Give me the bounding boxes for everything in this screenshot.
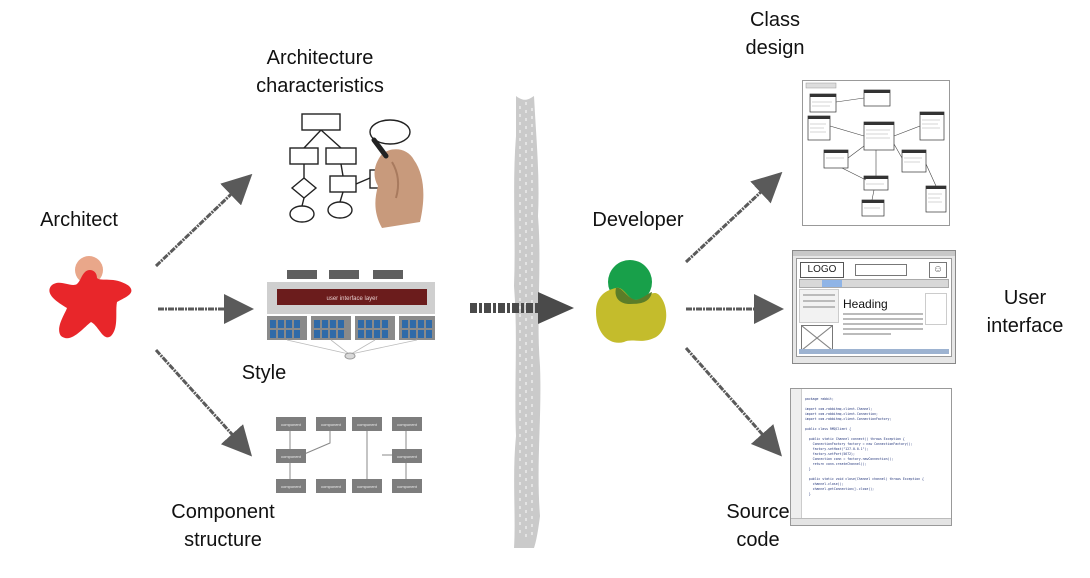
source-code-line2: code — [736, 529, 780, 551]
component-box-label: component — [357, 484, 378, 489]
component-box-label: component — [281, 484, 302, 489]
separation-wall — [514, 96, 541, 548]
code-line: import com.rabbitmq.client.Channel; — [805, 407, 873, 411]
ui-search-box — [855, 264, 907, 276]
handoff-arrow — [470, 292, 574, 324]
component-box-label: component — [321, 422, 342, 427]
style-label: Style — [241, 362, 287, 384]
component-structure-line2: structure — [184, 529, 262, 551]
user-interface-line2: interface — [986, 315, 1064, 337]
user-interface-label: User interface — [970, 284, 1080, 340]
architecture-characteristics-line1: Architecture — [266, 47, 374, 69]
component-box-label: component — [397, 422, 418, 427]
ui-body-text — [843, 313, 923, 338]
code-line: public class RMQClient { — [805, 427, 852, 431]
component-box-label: component — [281, 422, 302, 427]
editor-status-bar — [791, 518, 951, 525]
component-box-label: component — [397, 454, 418, 459]
source-code-label: Source code — [718, 498, 798, 554]
ui-image-placeholder — [801, 325, 833, 351]
code-line: channel.close(); — [805, 482, 844, 486]
ui-sidebar — [799, 289, 839, 323]
component-box-label: component — [397, 484, 418, 489]
class-design-diagram — [802, 80, 950, 226]
class-design-line1: Class — [749, 9, 800, 31]
ui-wireframe-page: LOGO ☺ Heading — [796, 258, 952, 357]
source-code-line1: Source — [726, 501, 790, 523]
code-line: import com.rabbitmq.client.ConnectionFac… — [805, 417, 892, 421]
ui-right-column — [925, 293, 947, 325]
user-interface-line1: User — [1003, 287, 1047, 309]
arrow-to-architecture-characteristics — [154, 173, 253, 268]
code-line: } — [805, 492, 811, 496]
style-architecture-diagram: user interface layer — [267, 270, 435, 360]
style-layer-label: user interface layer — [326, 296, 377, 302]
component-box-label: component — [357, 422, 378, 427]
code-line: import com.rabbitmq.client.Connection; — [805, 412, 878, 416]
architecture-sketch-image — [289, 113, 424, 228]
ui-user-icon: ☺ — [929, 262, 947, 278]
ui-heading: Heading — [843, 297, 888, 311]
code-line: public static void close(Channel channel… — [805, 477, 924, 481]
component-structure-label: Component structure — [158, 498, 288, 554]
architecture-characteristics-line2: characteristics — [256, 75, 384, 97]
code-line: factory.setHost("127.0.0.1"); — [805, 447, 869, 451]
developer-icon — [596, 260, 667, 343]
component-structure-diagram: component component component component comp… — [276, 417, 422, 493]
class-design-label: Class design — [740, 6, 810, 62]
component-box-label: component — [321, 484, 342, 489]
component-box-label: component — [281, 454, 302, 459]
ui-wireframe-titlebar — [793, 251, 955, 256]
code-line: return conn.createChannel(); — [805, 462, 867, 466]
architect-label: Architect — [40, 209, 118, 231]
code-line: factory.setPort(5672); — [805, 452, 855, 456]
ui-footer — [799, 349, 949, 354]
code-line: Connection conn = factory.newConnection(… — [805, 457, 894, 461]
arrow-to-source-code — [684, 347, 782, 457]
code-line: channel.getConnection().close(); — [805, 487, 875, 491]
code-line: public static Channel connect() throws E… — [805, 437, 905, 441]
class-design-line2: design — [745, 37, 805, 59]
architect-icon — [49, 256, 132, 339]
code-line: ConnectionFactory factory = new Connecti… — [805, 442, 913, 446]
editor-gutter — [791, 389, 802, 525]
arrow-to-component-structure — [154, 348, 253, 457]
ui-logo: LOGO — [800, 262, 844, 278]
ui-nav-bar — [799, 279, 949, 288]
arrow-to-class-design — [684, 171, 783, 264]
code-line: package rabbit; — [805, 397, 834, 401]
code-lines: package rabbit; import com.rabbitmq.clie… — [805, 397, 924, 497]
component-structure-line1: Component — [171, 501, 275, 523]
architecture-characteristics-label: Architecture characteristics — [240, 44, 400, 100]
ui-wireframe: LOGO ☺ Heading — [792, 250, 956, 364]
developer-label: Developer — [592, 209, 684, 231]
code-line: } — [805, 467, 811, 471]
source-code-editor: package rabbit; import com.rabbitmq.clie… — [790, 388, 952, 526]
